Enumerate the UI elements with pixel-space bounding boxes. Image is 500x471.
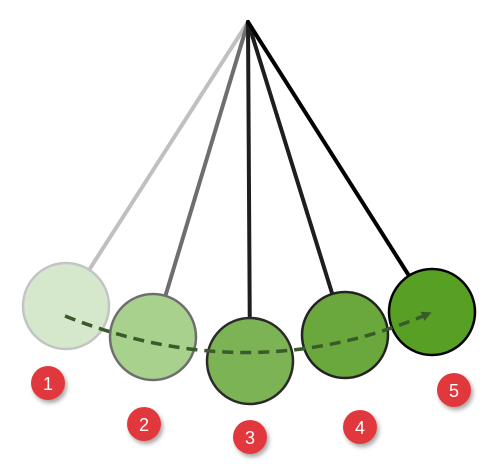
badge-circle xyxy=(233,420,267,454)
badge-circle xyxy=(437,373,471,407)
position-badge-1: 1 xyxy=(31,366,65,400)
position-badges: 1 2 3 4 5 xyxy=(31,366,471,454)
badge-circle xyxy=(127,407,161,441)
pendulum-bob-5 xyxy=(387,267,477,357)
pendulum-bob-4 xyxy=(300,290,390,380)
badge-circle xyxy=(343,410,377,444)
swing-arrow xyxy=(64,311,432,355)
pendulum-strings xyxy=(87,20,411,321)
pendulum-string-2 xyxy=(163,20,250,298)
pendulum-string-1 xyxy=(87,20,250,272)
badge-number: 2 xyxy=(139,415,149,435)
position-badge-3: 3 xyxy=(233,420,267,454)
badge-number: 1 xyxy=(43,374,53,394)
badge-circle xyxy=(31,366,65,400)
pendulum-string-5 xyxy=(246,20,411,278)
pendulum-bob-2 xyxy=(108,292,198,382)
pendulum-bob-3 xyxy=(205,316,295,406)
badge-number: 5 xyxy=(449,381,459,401)
position-badge-5: 5 xyxy=(437,373,471,407)
pendulum-string-3 xyxy=(246,20,252,321)
badge-number: 3 xyxy=(245,428,255,448)
pendulum-bob-1 xyxy=(21,261,111,351)
pendulum-bobs xyxy=(21,261,477,406)
position-badge-2: 2 xyxy=(127,407,161,441)
position-badge-4: 4 xyxy=(343,410,377,444)
pendulum-string-4 xyxy=(246,20,335,296)
badge-number: 4 xyxy=(355,418,365,438)
